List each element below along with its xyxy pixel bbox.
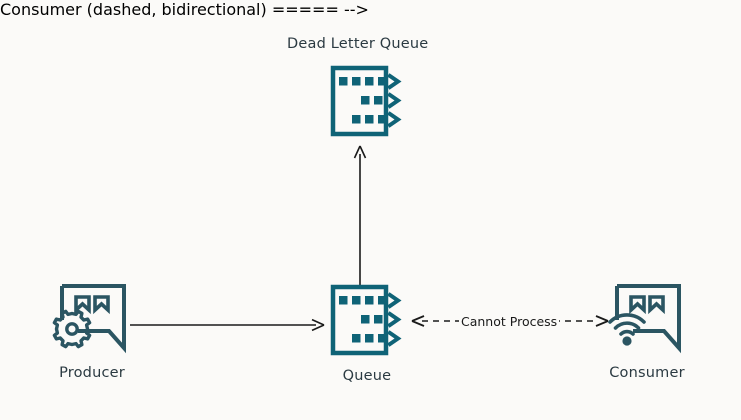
queue-icon [328, 283, 406, 361]
node-queue[interactable]: Queue [328, 283, 406, 384]
edge-queue-to-dead-letter-queue [353, 145, 367, 288]
edge-label-cannot-process: Cannot Process [459, 314, 560, 329]
producer-speech-gear-icon [52, 282, 132, 358]
node-label-consumer: Consumer [609, 365, 685, 381]
queue-icon [328, 64, 406, 142]
edge-producer-to-queue [130, 318, 325, 332]
node-consumer[interactable]: Consumer [607, 282, 687, 381]
node-label-queue: Queue [342, 368, 392, 384]
consumer-speech-wifi-icon [607, 282, 687, 358]
node-producer[interactable]: Producer [52, 282, 132, 381]
node-dead-letter-queue[interactable] [328, 64, 406, 142]
dead-letter-queue-title: Dead Letter Queue [287, 36, 429, 52]
node-label-producer: Producer [59, 365, 125, 381]
